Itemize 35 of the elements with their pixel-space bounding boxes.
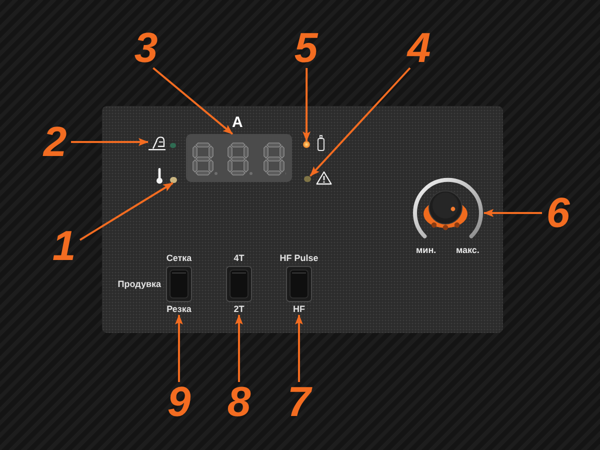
led-display (186, 134, 292, 182)
arrow (310, 67, 411, 177)
indicator-led-icon (304, 176, 311, 182)
arrow (79, 182, 174, 241)
arrow (484, 208, 542, 217)
callout-number: 5 (290, 28, 322, 68)
switch-label: 2T (234, 304, 244, 315)
arrow (302, 68, 311, 142)
switch-label: Сетка (166, 253, 192, 264)
switch-label: Продувка (118, 278, 161, 290)
arrow (175, 314, 183, 382)
scale-label: макс. (456, 246, 480, 255)
switch-label: HF (293, 304, 305, 315)
callout-number: 3 (130, 28, 162, 68)
arrow (71, 138, 148, 146)
callout-number: 6 (542, 193, 574, 233)
switch-label: 4T (234, 253, 244, 264)
callout-number: 8 (223, 382, 255, 422)
switch-label: HF Pulse (280, 253, 318, 264)
callout-number: 4 (403, 28, 435, 68)
welding-torch-icon (148, 136, 166, 151)
arrow (295, 314, 303, 382)
rotary-knob (412, 177, 484, 239)
callout-number: 7 (283, 382, 315, 422)
unit-label: A (232, 115, 243, 130)
arrow (235, 314, 243, 382)
control-panel (102, 106, 503, 333)
arrow (152, 67, 234, 135)
callout-number: 1 (48, 226, 80, 266)
switch-label: Резка (166, 304, 192, 315)
callout-number: 9 (163, 382, 195, 422)
indicator-led-icon (303, 141, 310, 148)
indicator-led-icon (170, 177, 177, 183)
callout-number: 2 (39, 122, 71, 162)
scale-label: мин. (416, 246, 436, 255)
